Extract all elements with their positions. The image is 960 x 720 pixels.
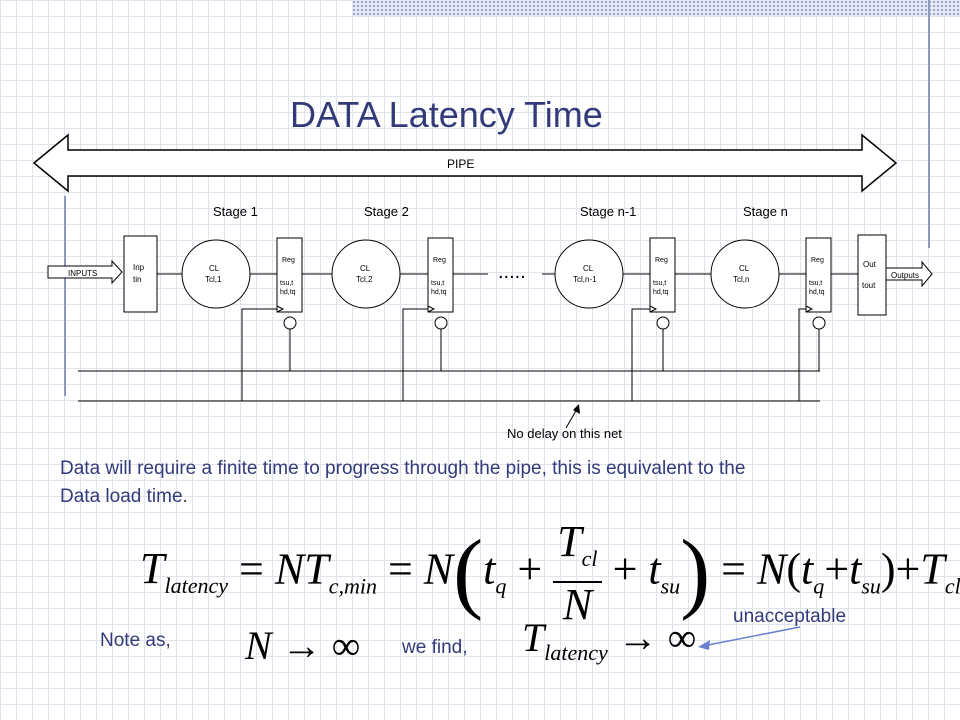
limit-infinity-1: ∞ [331,623,361,668]
note-as-label: Note as, [100,630,171,651]
register-2-tsu: tsu,t [431,280,444,287]
stage-label-1: Stage 1 [213,204,258,219]
eq-cmin-sub: c,min [328,573,377,599]
register-n-1-label: Reg [655,257,668,264]
cl-block-2 [331,239,401,309]
register-n-1: Reg tsu,t hd,tq [649,237,676,330]
eq-t-cmin: T [304,544,329,594]
output-block-label: Out [863,260,877,269]
stage-label-n: Stage n [743,204,788,219]
register-n: Reg tsu,t hd,tq [805,237,832,330]
register-n-tsu: tsu,t [809,280,822,287]
limit-arrow-1: → [281,623,322,668]
stage-ellipsis: ..... [498,261,526,283]
pipe-label: PIPE [447,157,474,171]
no-delay-label: No delay on this net [507,426,622,441]
left-accent-line [64,196,66,396]
eq-equals-2: = [387,544,413,594]
cl-block-n-1 [554,239,624,309]
register-n-1-tsu: tsu,t [653,280,666,287]
limit-infinity-2: ∞ [667,615,697,660]
eq-plus-2: + [612,544,638,594]
inputs-label: INPUTS [68,269,97,278]
cl-block-2-label: CL [360,264,371,273]
cl-block-2-sub: Tcl,2 [356,275,373,284]
register-1-tsu: tsu,t [280,280,293,287]
eq-tsu-1: t [648,544,661,594]
input-block-label: Inp [133,263,145,272]
eq-n-3: N [757,544,787,594]
eq-plus-1: + [517,544,543,594]
register-2-tq: hd,tq [431,289,447,296]
register-n-label: Reg [811,257,824,264]
eq-t-cl: T [920,544,945,594]
explanation-text: Data will require a finite time to progr… [60,458,746,507]
right-accent-line [928,0,930,248]
eq-fraction: Tcl N [553,520,602,627]
top-dotted-band [352,0,960,16]
register-1-label: Reg [282,257,295,264]
eq-equals-1: = [239,544,264,594]
outputs-arrow [885,260,933,288]
stage-label-n-1: Stage n-1 [580,204,636,219]
cl-block-1-label: CL [209,264,220,273]
input-block-sub: tin [133,275,141,284]
cl-block-n-label: CL [739,264,750,273]
pipeline-diagram: PIPE Stage 1 Stage 2 Stage n-1 Stage n I… [32,133,933,441]
output-block-sub: tout [862,281,876,290]
output-block [857,234,887,316]
cl-block-n-sub: Tcl,n [733,275,749,284]
cl-block-n [710,239,780,309]
limit-arrow-2: → [617,615,658,660]
register-n-tq: hd,tq [809,289,825,296]
no-delay-pointer [573,404,580,414]
limit-n: N [245,623,272,668]
cl-block-n-1-sub: Tcl,n-1 [573,275,597,284]
clock-nets [78,308,820,429]
page-title: DATA Latency Time [290,94,603,135]
limit-latency-sub: latency [544,640,608,665]
pipe-arrow [32,133,898,193]
eq-tq-1: t [483,544,496,594]
cl-block-n-1-label: CL [583,264,594,273]
outputs-label: Outputs [891,271,919,280]
inputs-arrow [47,259,123,285]
n-to-infinity: N → ∞ [245,622,360,669]
limit-t: T [522,615,545,660]
stage-label-2: Stage 2 [364,204,409,219]
eq-plus-3: + [895,544,921,594]
register-1-tq: hd,tq [280,289,296,296]
latency-to-infinity: Tlatency → ∞ [522,614,696,666]
eq-n-1: N [274,544,305,594]
eq-equals-3: = [721,544,746,594]
register-1: Reg tsu,t hd,tq [276,237,303,330]
eq-n-2: N [423,544,454,594]
register-n-1-tq: hd,tq [653,289,669,296]
input-block [123,235,158,313]
eq-t-latency: Tlatency [140,544,229,599]
unacceptable-label: unacceptable [733,606,847,627]
cl-block-1 [181,239,251,309]
cl-block-1-sub: Tcl,1 [205,275,222,284]
register-2-label: Reg [433,257,446,264]
we-find-label: we find, [402,637,468,658]
latency-equation: Tlatency = NTc,min = N(tq + Tcl N + tsu)… [140,517,960,629]
register-2: Reg tsu,t hd,tq [427,237,454,330]
